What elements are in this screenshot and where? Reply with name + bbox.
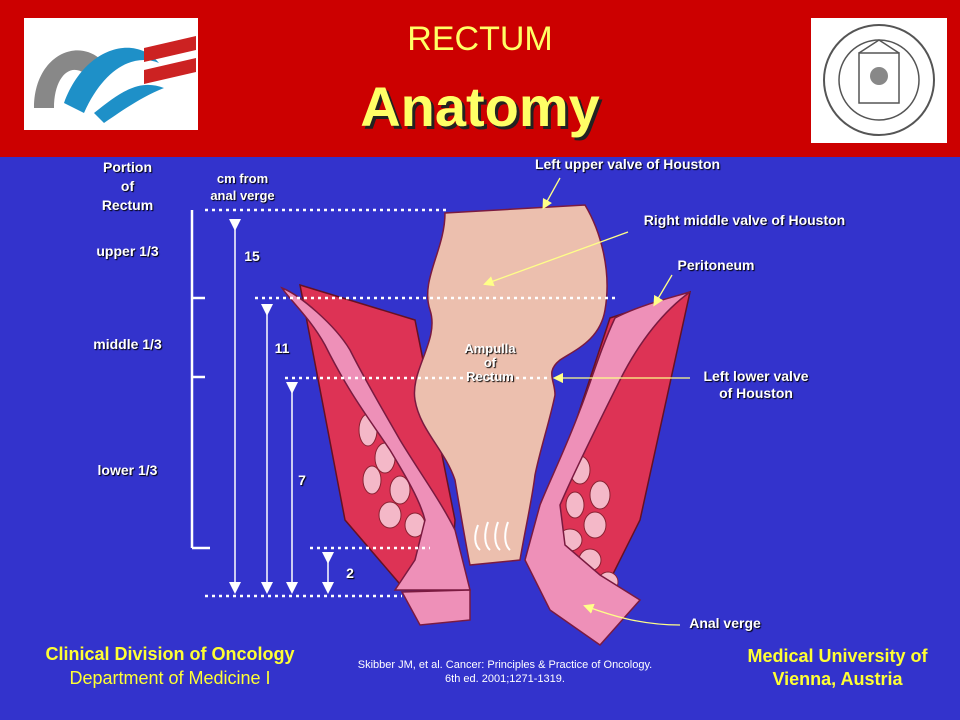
anal-columns [474,521,511,551]
label-ampulla-line3: Rectum [466,369,514,384]
portion-heading-line1: Portion [103,159,152,175]
anal-canal-left [400,589,471,626]
footer-right: Medical University of Vienna, Austria [705,645,960,691]
label-left-lower-valve-line1: Left lower valve [703,368,809,384]
label-peritoneum: Peritoneum [677,257,755,273]
university-seal [811,18,947,143]
oncology-logo-icon [34,36,196,123]
distance-15: 15 [244,248,260,264]
sphincter-fibers [358,413,619,593]
portion-bracket [190,210,210,550]
label-ampulla-line1: Ampulla [464,341,516,356]
citation-line2: 6th ed. 2001;1271-1319. [445,673,565,685]
level-lines [205,208,615,598]
rectal-lumen [413,204,608,566]
label-left-lower-valve-line2: of Houston [719,385,793,401]
footer-division: Clinical Division of Oncology [45,644,295,664]
right-rectal-wall [524,291,691,646]
distance-arrows [229,219,334,594]
portion-heading-line2: of [120,178,135,194]
portion-heading-line3: Rectum [101,197,154,213]
label-ampulla-line2: of [483,355,497,370]
citation: Skibber JM, et al. Cancer: Principles & … [320,658,690,686]
cm-heading-line1: cm from [216,171,269,186]
label-left-upper-valve: Left upper valve of Houston [534,156,721,172]
title-small: RECTUM [407,20,553,58]
distance-2: 2 [346,565,354,581]
portion-lower: lower 1/3 [97,462,158,478]
label-left-lower-valve: Left lower valve of Houston [676,368,836,402]
footer-university-line1: Medical University of [747,646,928,666]
logo-left [24,18,198,130]
portion-middle: middle 1/3 [93,336,162,352]
distance-11: 11 [274,340,290,356]
footer-department: Department of Medicine I [69,668,271,688]
cm-heading-line2: anal verge [210,188,275,203]
portion-heading: Portion of Rectum [80,158,175,215]
cm-heading: cm from anal verge [190,170,295,204]
leader-lines [483,177,690,626]
label-anal-verge: Anal verge [689,615,761,631]
title-big: Anatomy [360,75,600,138]
citation-line1: Skibber JM, et al. Cancer: Principles & … [357,659,653,671]
footer-left: Clinical Division of Oncology Department… [0,642,340,690]
label-right-middle-valve: Right middle valve of Houston [643,212,846,228]
distance-7: 7 [298,472,306,488]
portion-upper: upper 1/3 [96,243,159,259]
footer-university-line2: Vienna, Austria [772,669,903,689]
label-ampulla: Ampulla of Rectum [450,342,530,384]
university-seal-icon [823,24,935,136]
